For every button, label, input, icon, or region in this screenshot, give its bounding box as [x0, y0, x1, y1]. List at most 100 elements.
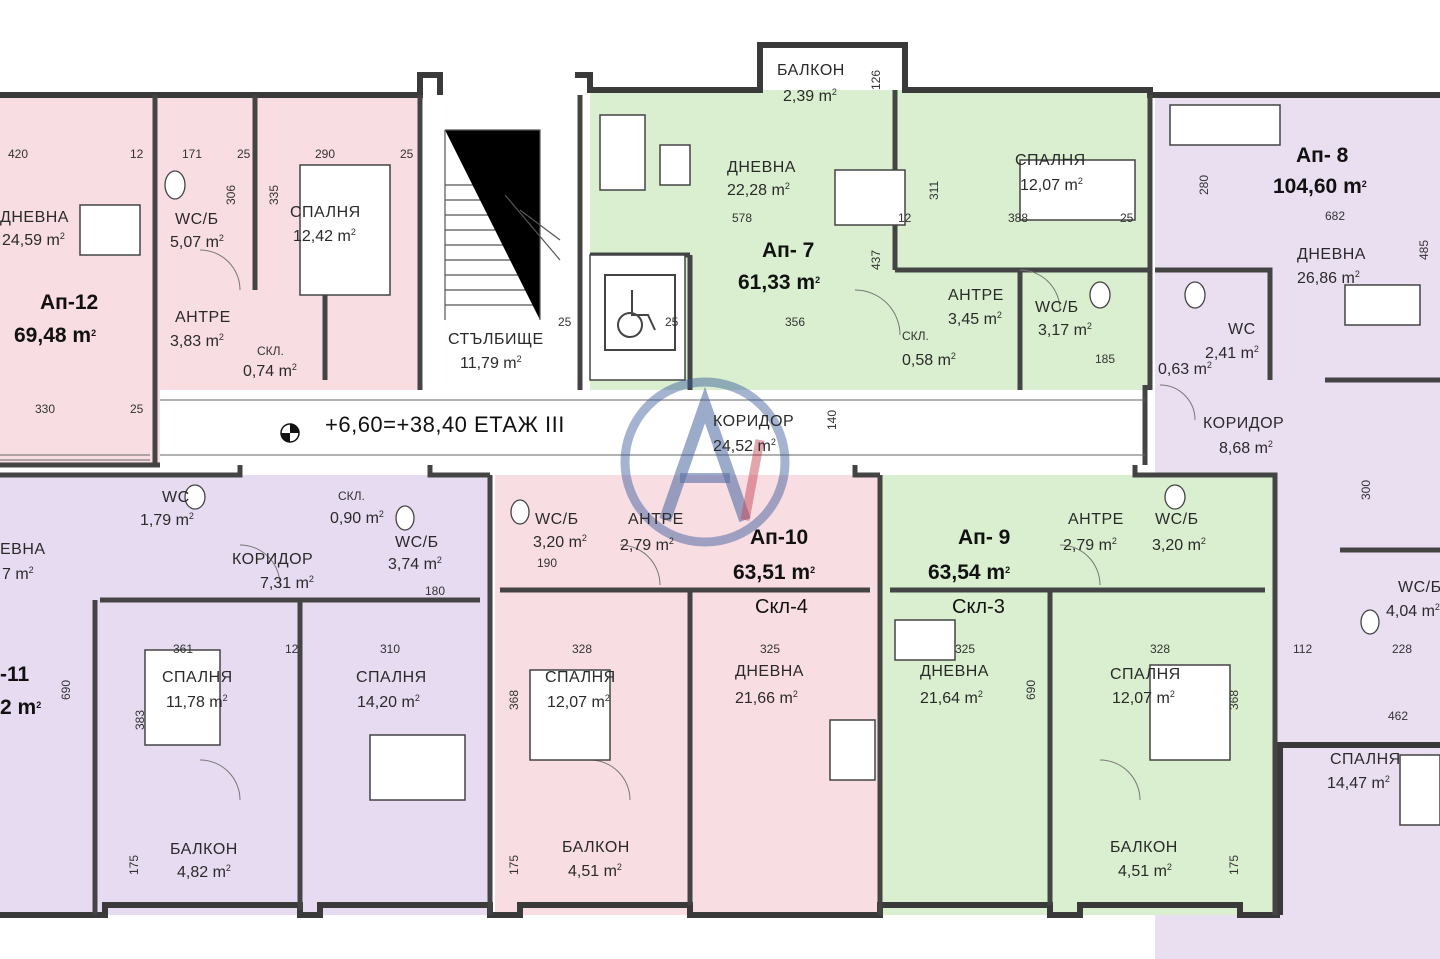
dim-label: 361: [173, 642, 194, 656]
stair-treads: [444, 129, 561, 320]
ap11-bed1-label: СПАЛНЯ: [162, 669, 233, 686]
dim-label: 25: [237, 147, 251, 161]
dim-label: 126: [869, 69, 883, 90]
dim-label: 335: [267, 184, 281, 205]
ap12-bed-label: СПАЛНЯ: [290, 204, 361, 221]
level-marker-icon: [280, 423, 300, 443]
ap8-corridor-area: 8,68 m2: [1219, 439, 1273, 457]
dim-label: 280: [1197, 174, 1211, 195]
dim-label: 175: [1227, 854, 1241, 875]
dim-label: 112: [1293, 642, 1313, 656]
ap8-corridor-label: КОРИДОР: [1203, 415, 1285, 432]
ap9-hall-label: АНТРЕ: [1068, 511, 1124, 528]
ap10-hall-label: АНТРЕ: [628, 511, 684, 528]
dim-label: 383: [133, 709, 147, 730]
accessible-wc-icon: [604, 274, 676, 351]
ap12-hall-area: 3,83 m2: [170, 332, 224, 350]
ap11-living-area: 7 m2: [2, 565, 34, 583]
stair-area: 11,79 m2: [460, 354, 522, 372]
ap12-bed-area: 12,42 m2: [293, 227, 356, 245]
ap9-balcony-label: БАЛКОН: [1110, 839, 1178, 856]
dim-label: 25: [665, 315, 679, 329]
dim-label: 185: [1095, 352, 1116, 366]
dim-label: 437: [869, 249, 883, 270]
dim-label: 368: [507, 689, 521, 710]
ap7-store-area: 0,58 m2: [902, 351, 956, 369]
ap9-area: 63,54 m2: [928, 561, 1011, 584]
ap8-wc-label: WC: [1228, 321, 1256, 338]
ap8-wcb-label: WC/Б: [1398, 579, 1440, 596]
dim-label: 300: [1359, 479, 1373, 500]
ap8-store-area: 0,63 m2: [1158, 360, 1212, 378]
ap12-area: 69,48 m2: [14, 324, 97, 347]
dim-label: 175: [127, 854, 141, 875]
ap9-bed-area: 12,07 m2: [1112, 689, 1175, 707]
corridor-area: 24,52 m2: [713, 437, 776, 455]
ap10-name: Ап-10: [750, 526, 809, 549]
ap12-store-area: 0,74 m2: [243, 362, 297, 380]
ap8-name: Ап- 8: [1296, 144, 1349, 167]
ap10-living-area: 21,66 m2: [735, 689, 798, 707]
dim-label: 388: [1008, 211, 1029, 225]
ap12-living-label: ДНЕВНА: [0, 209, 69, 226]
dim-label: 690: [59, 679, 73, 700]
interior-walls: [0, 90, 1440, 915]
ap9-wc-area: 3,20 m2: [1152, 536, 1206, 554]
watermark-logo: [620, 377, 790, 547]
ap11-living-label: ЕВНА: [0, 541, 46, 558]
ap11-wcb-area: 3,74 m2: [388, 555, 442, 573]
dim-label: 25: [1120, 211, 1134, 225]
ap11-fill: [0, 475, 490, 915]
toilets: [164, 170, 1380, 635]
dim-label: 690: [1024, 679, 1038, 700]
ap11-store-area: 0,90 m2: [330, 509, 384, 527]
dim-label: 328: [572, 642, 593, 656]
ap8-bed-label: СПАЛНЯ: [1330, 751, 1401, 768]
ap7-bed-label: СПАЛНЯ: [1015, 152, 1086, 169]
ap10-wc-area: 3,20 m2: [533, 533, 587, 551]
dim-label: 12: [285, 642, 299, 656]
ap12-wc-label: WC/Б: [175, 211, 219, 228]
ap9-wc-label: WC/Б: [1155, 511, 1199, 528]
ap10-wc-label: WC/Б: [535, 511, 579, 528]
ap7-balcony-label: БАЛКОН: [777, 62, 845, 79]
dim-label: 368: [1227, 689, 1241, 710]
ap10-living-label: ДНЕВНА: [735, 663, 804, 680]
dim-label: 325: [955, 642, 976, 656]
dim-label: 25: [400, 147, 414, 161]
ap12-name: Ап-12: [40, 291, 99, 314]
ap7-bed-area: 12,07 m2: [1020, 176, 1083, 194]
ap7-living-area: 22,28 m2: [727, 181, 790, 199]
ap7-wc-label: WC/Б: [1035, 299, 1079, 316]
dim-label: 290: [315, 147, 336, 161]
ap9-living-label: ДНЕВНА: [920, 663, 989, 680]
ap10-bed-area: 12,07 m2: [547, 693, 610, 711]
ap7-area: 61,33 m2: [738, 271, 821, 294]
ap9-bed-label: СПАЛНЯ: [1110, 666, 1181, 683]
ap7-living-label: ДНЕВНА: [727, 159, 796, 176]
dim-label: 306: [224, 184, 238, 205]
ap11-name: -11: [0, 663, 30, 686]
ap11-bed1-area: 11,78 m2: [166, 693, 228, 711]
ap10-balcony-label: БАЛКОН: [562, 839, 630, 856]
dim-label: 330: [35, 402, 56, 416]
ap7-name: Ап- 7: [762, 239, 815, 262]
ap12-store-label: СКЛ.: [257, 344, 284, 358]
ap11-area: 2 m2: [0, 696, 42, 719]
ap8-living-label: ДНЕВНА: [1297, 246, 1366, 263]
floor-level-label: +6,60=+38,40 ЕТАЖ III: [325, 412, 565, 437]
ap7-wc-area: 3,17 m2: [1038, 321, 1092, 339]
dim-label: 190: [537, 556, 558, 570]
common-corridor-fill: [160, 390, 1145, 465]
ap10-balcony-area: 4,51 m2: [568, 862, 622, 880]
ap11-bed2-area: 14,20 m2: [357, 693, 420, 711]
ap12-living-area: 24,59 m2: [2, 231, 65, 249]
dim-label: 12: [898, 211, 912, 225]
dim-label: 180: [425, 584, 446, 598]
dim-label: 578: [732, 211, 753, 225]
dim-label: 325: [760, 642, 781, 656]
furniture: [79, 104, 1440, 826]
ap11-corridor-area: 7,31 m2: [260, 574, 314, 592]
ap10-bed-label: СПАЛНЯ: [545, 669, 616, 686]
dim-label: 175: [507, 854, 521, 875]
